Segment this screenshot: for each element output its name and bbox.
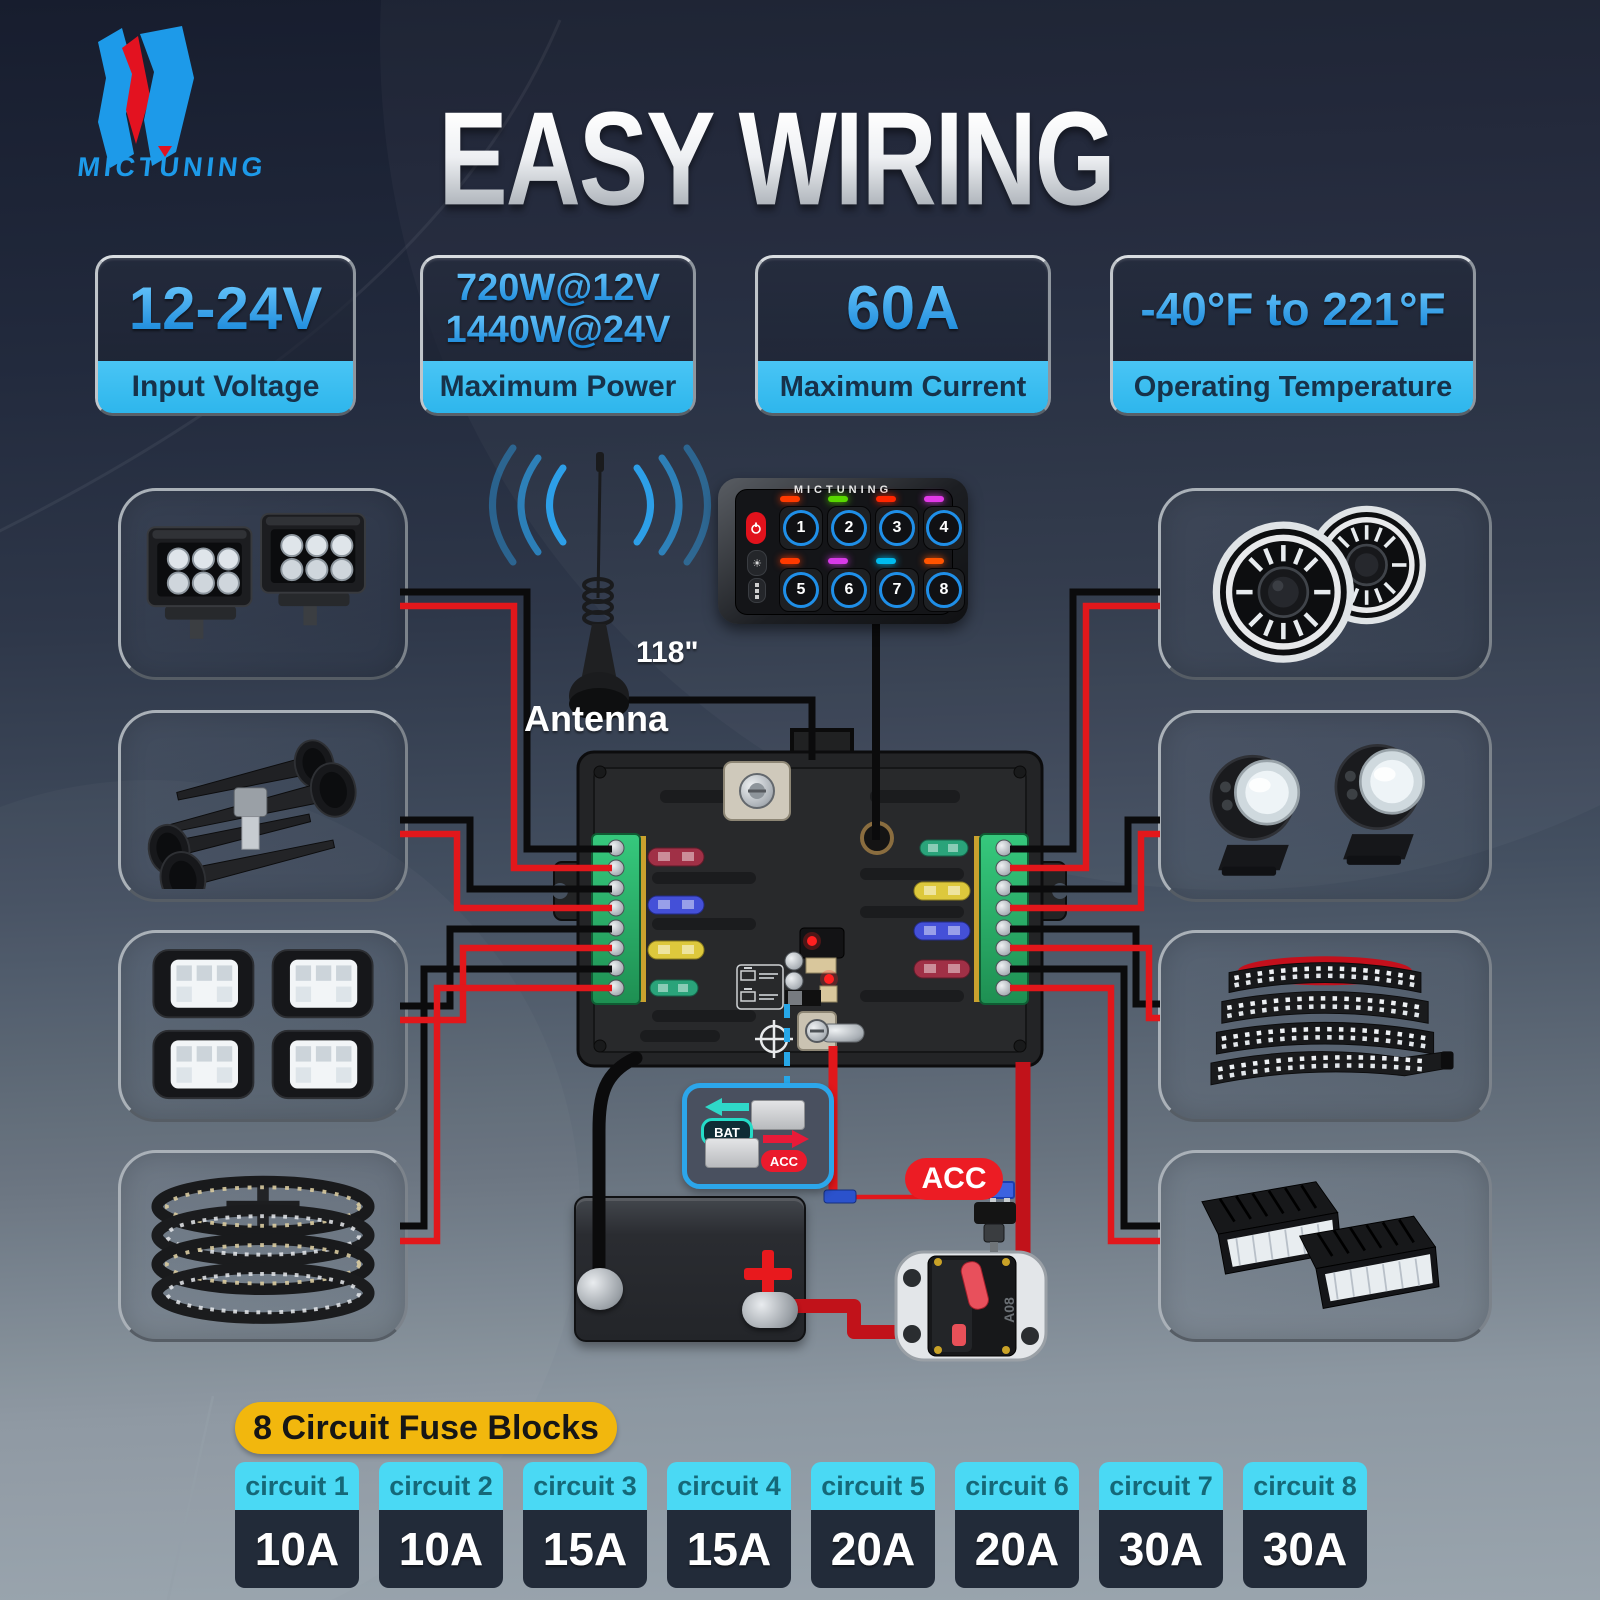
antenna-length-label: 118": [636, 636, 699, 669]
acc-badge: ACC: [905, 1158, 1003, 1200]
antenna-label: Antenna: [524, 698, 668, 739]
acc-arrow-icon: [763, 1130, 809, 1148]
mictuning-logo-icon: [98, 26, 194, 168]
spec-max-current: 60A Maximum Current: [755, 255, 1051, 416]
device-box-wheel-rings: [118, 1150, 408, 1342]
spec-label: Maximum Current: [758, 361, 1048, 413]
fuse-table-heading: 8 Circuit Fuse Blocks: [235, 1402, 617, 1454]
brightness-icon: ☀: [752, 557, 762, 570]
mode-icon: [755, 588, 759, 593]
train-air-horn-icon: [147, 739, 357, 889]
power-icon: [751, 522, 761, 534]
mode-legend-callout: BAT ACC: [682, 1083, 834, 1189]
device-box-air-horn: [118, 710, 408, 902]
mode-switch-acc[interactable]: [705, 1138, 759, 1168]
circuit-button-8[interactable]: 8: [923, 568, 965, 612]
switch-panel: MICTUNING ☀ 1 2 3 4 5 6 7 8: [718, 478, 968, 624]
battery-plus-icon: [744, 1250, 792, 1298]
circuit-button-6[interactable]: 6: [827, 568, 871, 612]
led-indicator: [780, 558, 800, 564]
spec-label: Input Voltage: [98, 361, 353, 413]
circuit-button-7[interactable]: 7: [875, 568, 919, 612]
spec-label: Operating Temperature: [1113, 361, 1473, 413]
flush-mount-rock-lights-icon: [1201, 1181, 1440, 1309]
spec-value: 60A: [846, 274, 960, 344]
led-indicator: [828, 496, 848, 502]
dual-led-pod-lights-icon: [146, 512, 366, 639]
circuit-button-4[interactable]: 4: [923, 506, 965, 550]
battery-negative-terminal: [577, 1268, 623, 1310]
breaker-marking: A08: [1001, 1297, 1017, 1323]
led-indicator: [828, 558, 848, 564]
spec-value: 720W@12V: [456, 267, 660, 310]
spec-max-power: 720W@12V 1440W@24V Maximum Power: [420, 255, 696, 416]
spec-label: Maximum Power: [423, 361, 693, 413]
page-title: EASY WIRING: [420, 84, 1132, 236]
circuit-button-2[interactable]: 2: [827, 506, 871, 550]
battery-positive-terminal: [742, 1292, 798, 1328]
power-button[interactable]: [746, 512, 766, 544]
device-box-flush-lights: [1158, 1150, 1492, 1342]
brand-caret-icon: [158, 146, 172, 157]
led-indicator: [924, 558, 944, 564]
circuit-button-5[interactable]: 5: [779, 568, 823, 612]
bat-arrow-icon: [705, 1098, 749, 1116]
right-fuses: [913, 839, 971, 979]
led-wheel-ring-lights-icon: [151, 1175, 375, 1324]
acc-fuse-tap-icon: [974, 1181, 1016, 1252]
led-indicator: [780, 496, 800, 502]
led-indicator: [924, 496, 944, 502]
halo-headlights-icon: [1212, 505, 1426, 663]
led-indicator: [876, 558, 896, 564]
spec-value: -40°F to 221°F: [1140, 282, 1446, 335]
mode-button[interactable]: [748, 578, 766, 603]
circuit-button-3[interactable]: 3: [875, 506, 919, 550]
left-fuses: [647, 847, 705, 997]
device-box-rock-lights: [118, 930, 408, 1122]
spec-value: 12-24V: [128, 275, 323, 343]
antenna-icon: [489, 444, 711, 720]
device-box-halo-headlights: [1158, 488, 1492, 680]
brightness-button[interactable]: ☀: [747, 550, 767, 576]
projector-driving-lights-icon: [1209, 743, 1426, 876]
device-box-pod-lights: [118, 488, 408, 680]
spec-operating-temp: -40°F to 221°F Operating Temperature: [1110, 255, 1476, 416]
circuit-button-1[interactable]: 1: [779, 506, 823, 550]
mode-switch-bat[interactable]: [751, 1100, 805, 1130]
brand-wordmark: MICTUNING: [75, 152, 269, 182]
led-indicator: [876, 496, 896, 502]
rock-light-pods-icon: [152, 949, 374, 1100]
spec-value: 1440W@24V: [445, 308, 671, 351]
switch-panel-brand: MICTUNING: [793, 484, 893, 496]
acc-label: ACC: [761, 1150, 807, 1172]
wireless-waves-icon: [489, 444, 711, 566]
device-box-projector-lights: [1158, 710, 1492, 902]
fuse-block: [552, 728, 1068, 1068]
device-box-led-strip: [1158, 930, 1492, 1122]
led-tailgate-light-strip-icon: [1210, 956, 1454, 1086]
circuit-breaker: A08: [894, 1250, 1048, 1362]
spec-input-voltage: 12-24V Input Voltage: [95, 255, 356, 416]
mode-legend-sticker: [736, 964, 784, 1010]
